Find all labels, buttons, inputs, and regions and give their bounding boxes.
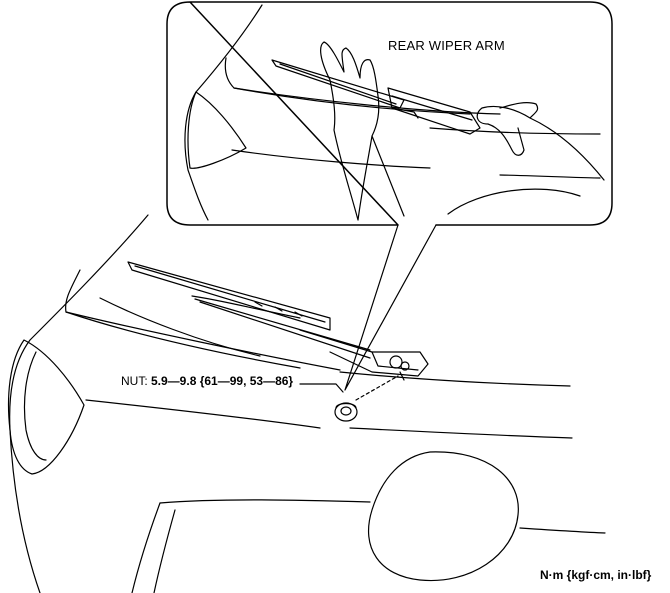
vehicle-body xyxy=(9,215,605,593)
rear-wiper-arm-label: REAR WIPER ARM xyxy=(388,38,505,53)
tail-lamp xyxy=(9,340,84,474)
detail-callout xyxy=(167,2,612,225)
callout-pointer xyxy=(345,225,436,390)
nut-prefix: NUT: xyxy=(121,374,151,388)
left-hand xyxy=(321,42,404,220)
nut-torque-label: NUT: 5.9—9.8 {61—99, 53—86} xyxy=(121,374,293,388)
nut-part xyxy=(300,376,398,421)
wiper-blade-main xyxy=(128,262,428,380)
right-hand xyxy=(477,103,604,180)
torque-unit-label: N·m {kgf·cm, in·lbf} xyxy=(540,568,652,582)
emblem-oval xyxy=(369,452,519,581)
nut-torque-value: 5.9—9.8 {61—99, 53—86} xyxy=(151,374,294,388)
